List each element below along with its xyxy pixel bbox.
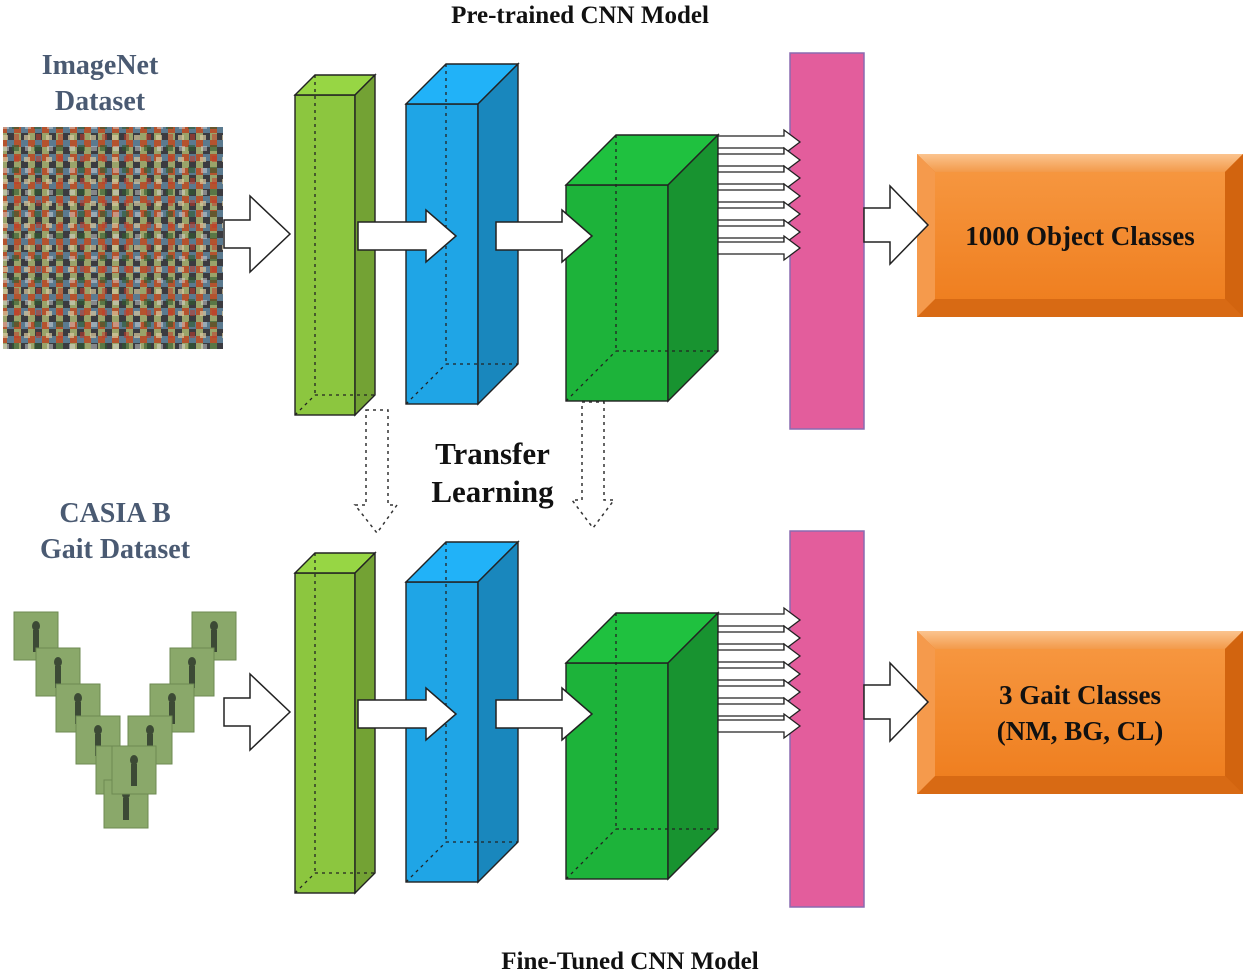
- pretrained-arrow-2-3: [495, 208, 594, 264]
- output-box-bottom: [917, 631, 1243, 794]
- finetuned-feature-arrow-4: [717, 660, 802, 688]
- pretrained-feature-arrow-5: [717, 200, 802, 228]
- top-output-label: 1000 Object Classes: [965, 221, 1195, 251]
- pretrained-arrow-1-2: [357, 208, 458, 264]
- output-arrow-top: [863, 184, 930, 266]
- finetuned-feature-arrow-2: [717, 624, 802, 652]
- finetuned-fully-connected-layer: [789, 530, 865, 908]
- bottom-output-label: 3 Gait Classes (NM, BG, CL): [935, 677, 1225, 749]
- transfer-line1: Transfer: [435, 436, 550, 471]
- input-arrow-bottom: [223, 672, 292, 752]
- pretrained-feature-arrow-3: [717, 164, 802, 192]
- finetuned-network: [293, 530, 865, 908]
- pretrained-conv-layer-2: [404, 62, 520, 406]
- transfer-arrow-right: [570, 401, 616, 530]
- source-dataset-line1: ImageNet: [41, 50, 159, 81]
- output-box-top: [917, 154, 1243, 317]
- bottom-output-line2: (NM, BG, CL): [996, 716, 1164, 746]
- pretrained-feature-arrow-7: [717, 234, 802, 262]
- pretrained-conv-layer-3: [564, 133, 720, 403]
- source-dataset-label: ImageNet Dataset: [0, 48, 200, 120]
- finetuned-arrow-1-2: [357, 686, 458, 742]
- pretrained-feature-arrow-4: [717, 182, 802, 210]
- pretrained-model-title: Pre-trained CNN Model: [451, 2, 709, 29]
- transfer-arrow-left: [353, 409, 399, 535]
- output-arrow-bottom: [863, 661, 930, 743]
- pretrained-feature-arrow-6: [717, 218, 802, 246]
- transfer-line2: Learning: [431, 474, 554, 509]
- bottom-output-line1: 3 Gait Classes: [999, 680, 1161, 710]
- finetuned-feature-arrow-1: [717, 606, 802, 634]
- finetuned-feature-arrow-6: [717, 696, 802, 724]
- finetuned-conv-layer-3: [564, 611, 720, 881]
- finetuned-conv-layer-1: [293, 551, 377, 895]
- target-dataset-line2: Gait Dataset: [39, 534, 191, 565]
- finetuned-feature-arrow-3: [717, 642, 802, 670]
- imagenet-mosaic-image: [3, 127, 223, 349]
- pretrained-feature-arrow-2: [717, 146, 802, 174]
- finetuned-feature-arrow-7: [717, 712, 802, 740]
- finetuned-model-title: Fine-Tuned CNN Model: [501, 948, 759, 975]
- finetuned-feature-arrow-5: [717, 678, 802, 706]
- source-dataset-line2: Dataset: [54, 86, 146, 117]
- target-dataset-line1: CASIA B: [59, 498, 171, 529]
- transfer-learning-label: Transfer Learning: [400, 435, 585, 511]
- finetuned-arrow-2-3: [495, 686, 594, 742]
- target-dataset-label: CASIA B Gait Dataset: [0, 496, 230, 568]
- gait-frames-image: [13, 611, 237, 829]
- pretrained-network: [293, 52, 865, 430]
- pretrained-feature-arrow-1: [717, 128, 802, 156]
- pretrained-fully-connected-layer: [789, 52, 865, 430]
- input-arrow-top: [223, 194, 292, 274]
